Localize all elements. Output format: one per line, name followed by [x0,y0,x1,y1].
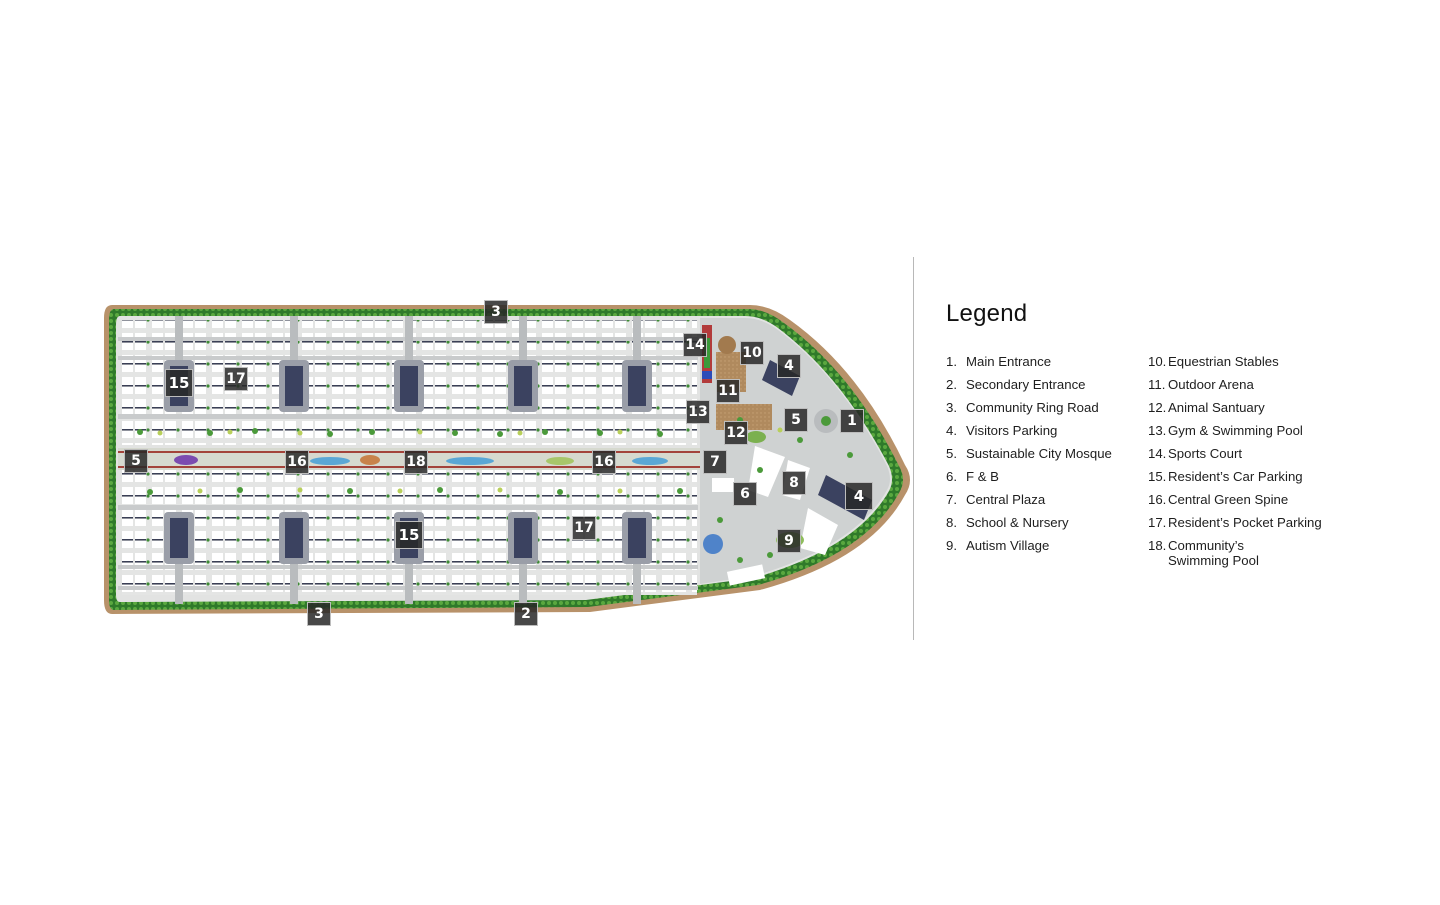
legend-item: 11.Outdoor Arena [1148,373,1348,396]
map-marker-16-green-spine-east[interactable]: 16 [592,450,616,474]
map-marker-13-gym-pool[interactable]: 13 [686,400,710,424]
map-marker-10-equestrian-stables[interactable]: 10 [740,341,764,365]
legend-column-2: 10.Equestrian Stables 11.Outdoor Arena 1… [1148,350,1348,573]
legend-title: Legend [946,300,1028,327]
legend-item-label: Animal Santuary [1168,399,1265,415]
map-marker-15-car-parking-central[interactable]: 15 [395,521,423,549]
legend-item-number: 17. [1148,515,1167,530]
map-marker-3-ring-road-north[interactable]: 3 [484,300,508,324]
map-marker-6-fnb[interactable]: 6 [733,482,757,506]
legend-item-number: 10. [1148,354,1167,369]
legend-item-number: 16. [1148,492,1167,507]
legend-item-number: 13. [1148,423,1167,438]
legend-item-label: Equestrian Stables [1168,353,1279,369]
map-marker-15-car-parking-west[interactable]: 15 [165,369,193,397]
legend-item-label: Outdoor Arena [1168,376,1254,392]
legend-item-number: 12. [1148,400,1167,415]
legend-item-number: 2. [946,377,957,392]
legend-item-number: 4. [946,423,957,438]
legend-item-label: Autism Village [966,537,1050,553]
map-marker-8-school-nursery[interactable]: 8 [782,471,806,495]
legend-item: 3. Community Ring Road [946,396,1148,419]
legend-item: 8. School & Nursery [946,511,1148,534]
map-marker-5-mosque-west[interactable]: 5 [124,449,148,473]
legend-item-label: Visitors Parking [966,422,1058,438]
legend-item-label: Community’s Swimming Pool [1168,537,1259,569]
legend-item: 12.Animal Santuary [1148,396,1348,419]
legend-item-label: F & B [966,468,999,484]
legend-item: 10.Equestrian Stables [1148,350,1348,373]
legend-item: 1. Main Entrance [946,350,1148,373]
map-marker-12-animal-sanctuary[interactable]: 12 [724,421,748,445]
legend-item-number: 1. [946,354,957,369]
legend-item-label: Main Entrance [966,353,1052,369]
map-marker-4-visitors-parking-east[interactable]: 4 [845,482,873,510]
legend-divider [913,257,914,640]
legend-item: 14.Sports Court [1148,442,1348,465]
map-marker-11-outdoor-arena[interactable]: 11 [716,379,740,403]
legend-item-label: Secondary Entrance [966,376,1086,392]
legend-item: 15.Resident’s Car Parking [1148,465,1348,488]
map-marker-17-pocket-parking-west[interactable]: 17 [224,367,248,391]
legend-item: 13.Gym & Swimming Pool [1148,419,1348,442]
map-marker-1-main-entrance[interactable]: 1 [840,409,864,433]
map-marker-9-autism-village[interactable]: 9 [777,529,801,553]
legend-item: 16.Central Green Spine [1148,488,1348,511]
legend-item: 5. Sustainable City Mosque [946,442,1148,465]
legend-item-label: Sports Court [1168,445,1243,461]
legend-item: 4. Visitors Parking [946,419,1148,442]
map-marker-3-ring-road-south[interactable]: 3 [307,602,331,626]
map-marker-7-central-plaza[interactable]: 7 [703,450,727,474]
legend-item-label: Gym & Swimming Pool [1168,422,1303,438]
legend-item: 2. Secondary Entrance [946,373,1148,396]
legend-item-label: Central Plaza [966,491,1046,507]
legend-item-number: 6. [946,469,957,484]
legend-item-number: 14. [1148,446,1167,461]
legend-item-label: Sustainable City Mosque [966,445,1112,461]
legend-item-number: 5. [946,446,957,461]
legend-item: 6. F & B [946,465,1148,488]
legend-item-number: 18. [1148,538,1167,553]
legend-item-number: 3. [946,400,957,415]
legend-item-label: Community Ring Road [966,399,1099,415]
legend-item-label: Resident’s Car Parking [1168,468,1303,484]
legend-item-label: Central Green Spine [1168,491,1289,507]
map-marker-2-secondary-entrance[interactable]: 2 [514,602,538,626]
legend-item-label: Resident’s Pocket Parking [1168,514,1322,530]
legend-item-number: 9. [946,538,957,553]
legend-item-number: 8. [946,515,957,530]
map-marker-4-visitors-parking-north[interactable]: 4 [777,354,801,378]
legend-item-label: School & Nursery [966,514,1069,530]
legend-panel: Legend 1. Main Entrance 2. Secondary Entra… [946,300,1348,573]
legend-item-number: 7. [946,492,957,507]
map-marker-14-sports-court[interactable]: 14 [683,333,707,357]
legend-item: 17.Resident’s Pocket Parking [1148,511,1348,534]
legend-item: 9. Autism Village [946,534,1148,557]
map-marker-5-mosque-east[interactable]: 5 [784,408,808,432]
map-marker-17-pocket-parking-east[interactable]: 17 [572,516,596,540]
legend-item: 7. Central Plaza [946,488,1148,511]
legend-item-number: 11. [1148,377,1166,392]
legend-item-number: 15. [1148,469,1167,484]
map-marker-18-community-pool[interactable]: 18 [404,450,428,474]
legend-column-1: 1. Main Entrance 2. Secondary Entrance 3. C… [946,350,1148,573]
map-marker-16-green-spine-west[interactable]: 16 [285,450,309,474]
legend-item: 18.Community’s Swimming Pool [1148,534,1348,573]
